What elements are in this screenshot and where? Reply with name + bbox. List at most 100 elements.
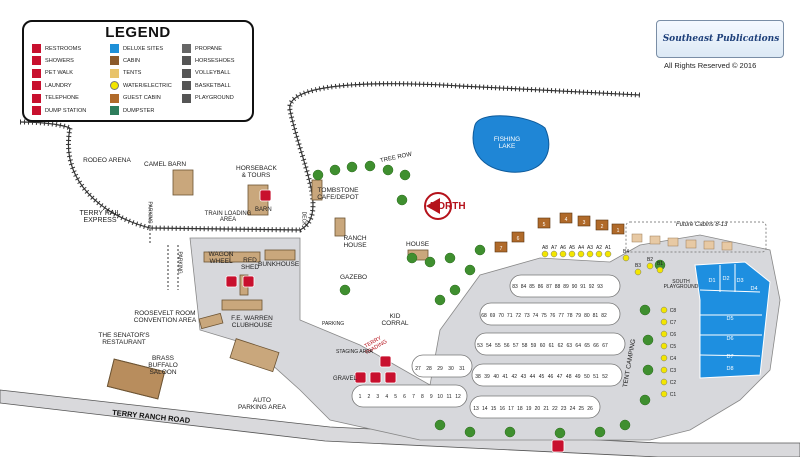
site-label: 6: [403, 394, 406, 400]
legend-item-label: WATER/ELECTRIC: [123, 82, 172, 89]
site-label: 59: [531, 343, 537, 349]
deluxe-site-icon: [110, 44, 119, 53]
site-label: 79: [576, 313, 582, 319]
water-electric-site: [577, 250, 585, 258]
site-label: 88: [555, 284, 561, 290]
site-label: 75: [541, 313, 547, 319]
water-electric-site: [660, 342, 668, 350]
site-label: 70: [498, 313, 504, 319]
label-staging-area: STAGING AREA: [336, 349, 373, 355]
site-label: 40: [493, 374, 499, 380]
site-label: B4: [623, 249, 629, 255]
site-label: 26: [587, 406, 593, 412]
restaurant-roof: [106, 358, 166, 400]
horseshoe-icon: [182, 56, 191, 66]
legend-item-label: BASKETBALL: [195, 82, 231, 89]
site-label: 55: [495, 343, 501, 349]
deluxe-site-label: D1: [708, 278, 715, 284]
site-label: 13: [473, 406, 479, 412]
site-label: 20: [535, 406, 541, 412]
label-train-loading-area: TRAIN LOADING AREA: [204, 211, 252, 224]
label-gravel: GRAVEL: [333, 376, 357, 382]
site-label: 44: [530, 374, 536, 380]
water-electric-icon: [110, 81, 119, 91]
site-label: C5: [670, 344, 677, 350]
legend-item-tents: TENTS: [110, 68, 141, 78]
site-label: 42: [512, 374, 518, 380]
legend-item-label: TELEPHONE: [45, 95, 79, 102]
label-gazebo: GAZEBO: [340, 274, 368, 281]
legend-item-restrooms: RESTROOMS: [32, 44, 81, 53]
site-label: 92: [589, 284, 595, 290]
site-label: C6: [670, 332, 677, 338]
site-label: 53: [477, 343, 483, 349]
site-label: 28: [426, 366, 432, 372]
site-label: 86: [538, 284, 544, 290]
site-label: 52: [602, 374, 608, 380]
site-label: 39: [484, 374, 490, 380]
deluxe-sites-area: [694, 261, 771, 379]
water-electric-site: [586, 250, 594, 258]
legend-item-label: DELUXE SITES: [123, 45, 164, 52]
label-parking-1: PARKING: [146, 201, 153, 224]
water-electric-site: [634, 268, 642, 276]
cabin-number: 7: [500, 246, 503, 252]
legend-item-label: VOLLEYBALL: [195, 70, 231, 77]
site-label: 31: [459, 366, 465, 372]
railroad-track: [19, 81, 641, 233]
propane-icon: [182, 44, 191, 53]
site-label: 46: [548, 374, 554, 380]
water-electric-site: [660, 306, 668, 314]
site-label: 83: [512, 284, 518, 290]
site-label: C2: [670, 380, 677, 386]
site-label: 49: [575, 374, 581, 380]
site-label: 47: [557, 374, 563, 380]
water-electric-site: [622, 254, 630, 262]
deluxe-site-label: D4: [750, 286, 757, 292]
label-bunkhouse: BUNKHOUSE: [258, 261, 300, 268]
site-label: 4: [385, 394, 388, 400]
tent-icon: [110, 68, 119, 78]
water-electric-site: [660, 330, 668, 338]
deluxe-site-label: D3: [736, 278, 743, 284]
site-label: C8: [670, 308, 677, 314]
site-label: 71: [507, 313, 513, 319]
site-label: 91: [580, 284, 586, 290]
site-label: 25: [578, 406, 584, 412]
site-label: 51: [593, 374, 599, 380]
site-label: 69: [490, 313, 496, 319]
legend-item-dumpster: DUMPSTER: [110, 106, 154, 115]
legend-item-playground: PLAYGROUND: [182, 93, 234, 103]
site-label: 2: [368, 394, 371, 400]
label-tombstone-cafe: TOMBSTONE CAFE/DEPOT: [317, 187, 359, 201]
legend-item-label: LAUNDRY: [45, 82, 72, 89]
site-label: 57: [513, 343, 519, 349]
label-red-shed: RED SHED: [240, 257, 260, 271]
legend-item-water-electric: WATER/ELECTRIC: [110, 81, 172, 91]
site-label: 17: [508, 406, 514, 412]
water-electric-site: [656, 266, 664, 274]
publisher-name: Southeast Publications: [662, 34, 780, 44]
site-markers: [541, 250, 668, 398]
site-label: 78: [567, 313, 573, 319]
label-auto-parking: AUTO PARKING AREA: [238, 397, 286, 411]
site-label: 54: [486, 343, 492, 349]
restroom-icon: [32, 44, 41, 53]
legend-item-basketball: BASKETBALL: [182, 81, 231, 91]
site-label: B2: [647, 257, 653, 263]
deluxe-site-label: D2: [722, 276, 729, 282]
site-label: 89: [563, 284, 569, 290]
site-label: 65: [584, 343, 590, 349]
site-label: 29: [437, 366, 443, 372]
label-terry-rail-express: TERRY RAIL EXPRESS: [79, 210, 121, 225]
site-label: 11: [446, 394, 451, 400]
legend-item-pet-walk: PET WALK: [32, 68, 73, 78]
site-label: 27: [415, 366, 421, 372]
water-electric-site: [660, 378, 668, 386]
deluxe-site-label: D7: [726, 354, 733, 360]
site-label: C4: [670, 356, 677, 362]
north-arrow: [424, 192, 452, 220]
water-electric-site: [660, 366, 668, 374]
label-fishing-lake: FISHING LAKE: [493, 136, 521, 150]
legend-item-label: DUMPSTER: [123, 107, 155, 114]
